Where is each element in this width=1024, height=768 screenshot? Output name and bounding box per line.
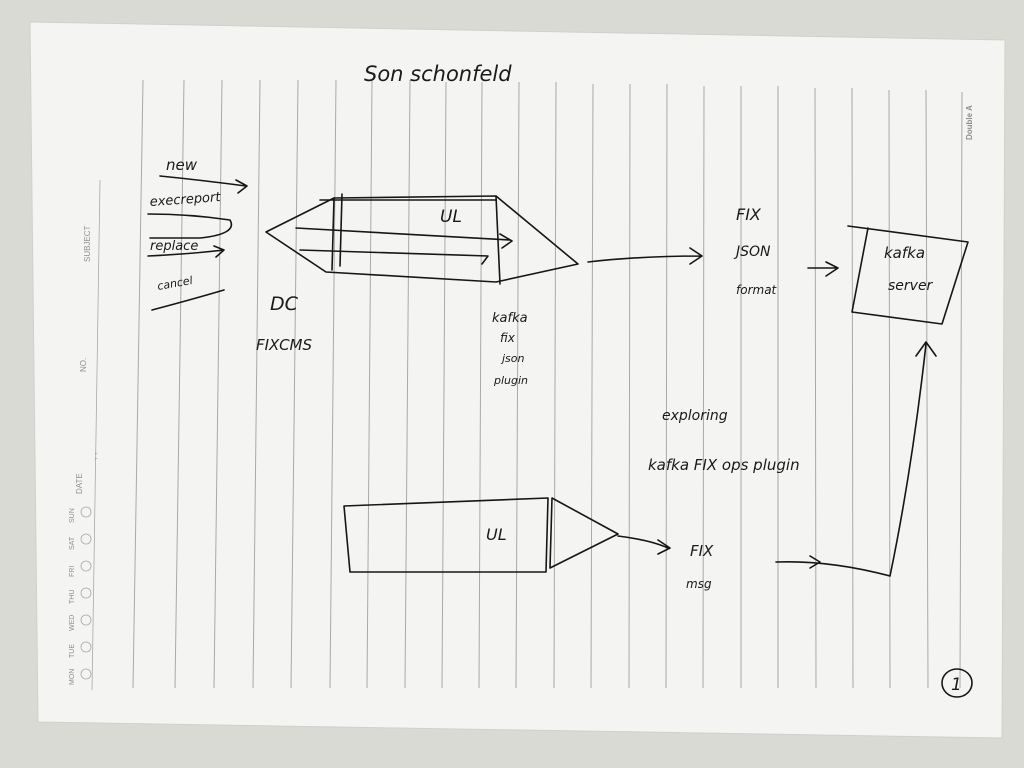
kafka-server-box: kafka server [847, 225, 969, 325]
list-item: new [166, 156, 198, 174]
list-arrow [147, 245, 225, 258]
brand-label: Double A [965, 105, 974, 140]
weekday-label: FRI [69, 566, 76, 577]
msg-arrow-tick [809, 555, 821, 569]
left-list: new execreport replace cancel [147, 156, 248, 311]
page-number-circle [941, 668, 973, 698]
format-line: FIX [736, 205, 762, 224]
format-line: format [736, 283, 778, 297]
bottom-ul-label: UL [486, 525, 507, 544]
margin-header: SUBJECT NO. , , DATE [75, 179, 101, 691]
kafka-line: kafka [884, 244, 925, 262]
top-ul-block [265, 193, 579, 285]
weekday-circle [80, 533, 92, 545]
top-ul-label: UL [440, 207, 462, 227]
source-label: FIXCMS [256, 336, 312, 354]
msg-label: msg [686, 577, 712, 591]
arrow-to-msg [617, 535, 671, 555]
source-label: DC [270, 293, 299, 315]
weekday-label: SUN [69, 508, 76, 523]
list-item: execreport [149, 190, 222, 210]
weekday-label: MON [69, 669, 76, 685]
exploring-text: kafka FIX ops plugin [648, 456, 800, 474]
weekday-circle [80, 506, 92, 518]
rule-lines [132, 79, 963, 689]
weekday-circle [80, 668, 92, 680]
weekday-circle [80, 614, 92, 626]
plugin-label: kafka fix json plugin [492, 311, 528, 387]
arrow-to-kafka [807, 261, 839, 277]
page-number: 1 [951, 675, 962, 695]
plugin-line: plugin [493, 374, 528, 387]
weekday-circle [80, 560, 92, 572]
bottom-ul-block [343, 497, 619, 573]
arrow-to-format [587, 247, 703, 265]
weekday-label: TUE [69, 644, 76, 658]
weekday-circle [80, 641, 92, 653]
output-format: FIX JSON format [733, 205, 778, 297]
list-arrow [151, 289, 225, 311]
no-label: NO. [79, 358, 88, 372]
subject-label: SUBJECT [83, 225, 92, 262]
plugin-line: fix [500, 331, 516, 345]
date-separators: , , [88, 452, 98, 460]
weekday-label: WED [69, 615, 76, 631]
list-item: cancel [156, 274, 193, 293]
weekday-circle [80, 587, 92, 599]
plugin-line: kafka [492, 311, 528, 326]
exploring-text: exploring [662, 408, 728, 424]
weekday-checkboxes: MON TUE WED THU FRI SAT SUN [69, 506, 92, 685]
list-arrow [159, 175, 248, 194]
plugin-line: json [500, 352, 525, 365]
format-line: JSON [733, 244, 771, 260]
kafka-line: server [888, 278, 934, 294]
weekday-label: SAT [69, 536, 76, 550]
msg-label: FIX [690, 542, 714, 560]
weekday-label: THU [69, 590, 76, 604]
note-title: Son schonfeld [364, 62, 512, 86]
list-arrow [147, 213, 233, 239]
list-item: replace [150, 239, 198, 254]
date-label: DATE [75, 473, 84, 494]
